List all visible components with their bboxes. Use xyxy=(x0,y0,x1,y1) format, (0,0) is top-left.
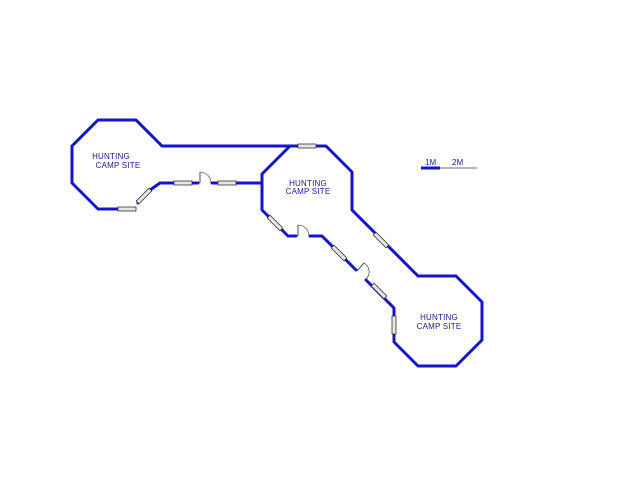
window xyxy=(370,282,388,300)
doors xyxy=(199,171,370,280)
room-label-right-line1: HUNTING xyxy=(420,313,458,322)
door-swing xyxy=(199,171,212,184)
door-leaf xyxy=(356,262,365,272)
window xyxy=(266,214,284,232)
room-label-left-line2: CAMP SITE xyxy=(96,161,141,170)
room-labels: HUNTING CAMP SITE HUNTING CAMP SITE HUNT… xyxy=(92,152,461,331)
room-label-center-line2: CAMP SITE xyxy=(286,187,331,196)
window xyxy=(173,180,193,186)
scale-label-2m: 2M xyxy=(452,158,463,167)
corridor-wall-2 xyxy=(364,278,396,318)
center-room-wall-left xyxy=(260,144,298,238)
scale-bar: 1M 2M xyxy=(421,158,477,170)
window xyxy=(297,143,317,149)
door-swing xyxy=(363,262,370,280)
room-label-right-line2: CAMP SITE xyxy=(417,322,462,331)
window xyxy=(135,187,153,205)
left-room-wall xyxy=(70,118,292,211)
corridor-wall xyxy=(308,234,358,272)
walls xyxy=(70,118,484,368)
door-swing xyxy=(297,224,310,237)
scale-label-1m: 1M xyxy=(425,158,436,167)
windows xyxy=(117,143,397,335)
room-label-left-line1: HUNTING xyxy=(92,152,130,161)
window xyxy=(330,244,348,262)
window xyxy=(391,315,397,335)
window xyxy=(372,231,390,249)
center-room-wall xyxy=(288,144,484,368)
window xyxy=(217,180,237,186)
window xyxy=(117,206,137,212)
room-label-center-line1: HUNTING xyxy=(289,179,327,188)
